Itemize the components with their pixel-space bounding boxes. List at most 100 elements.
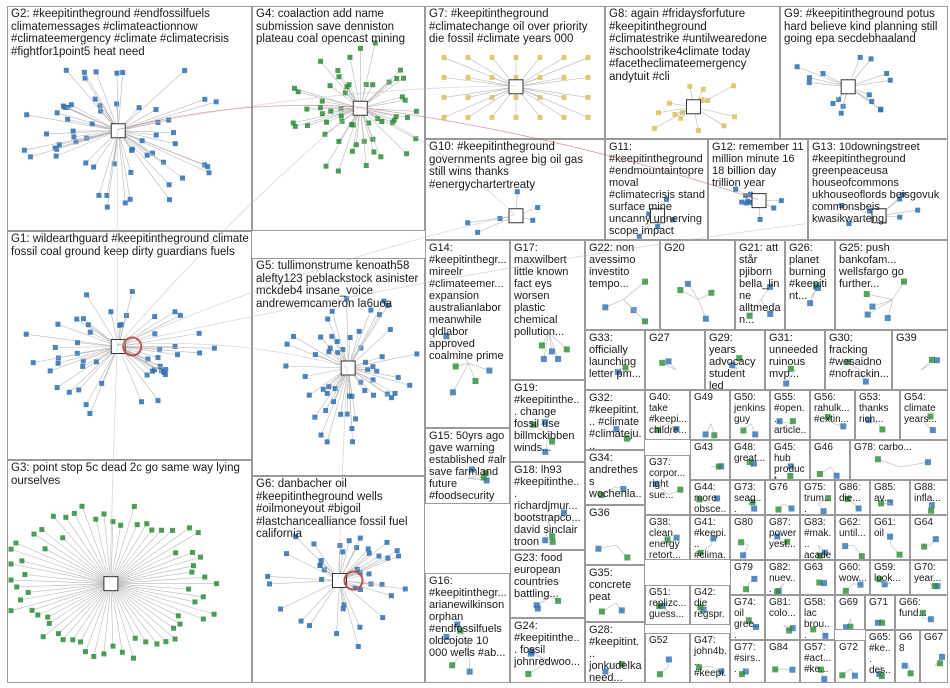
node-icon[interactable] — [323, 163, 329, 169]
node-icon[interactable] — [822, 632, 829, 639]
node-icon[interactable] — [163, 639, 169, 645]
group-cell-g38[interactable]: G38: clean energy retort... — [645, 515, 690, 560]
node-icon[interactable] — [486, 367, 493, 374]
node-icon[interactable] — [211, 345, 217, 351]
node-icon[interactable] — [549, 438, 556, 445]
node-icon[interactable] — [395, 374, 401, 380]
node-icon[interactable] — [714, 495, 721, 502]
node-icon[interactable] — [778, 198, 784, 204]
node-icon[interactable] — [120, 69, 126, 75]
node-icon[interactable] — [618, 661, 625, 668]
node-icon[interactable] — [468, 466, 475, 473]
node-icon[interactable] — [91, 654, 97, 660]
node-icon[interactable] — [323, 408, 329, 414]
node-icon[interactable] — [358, 379, 364, 385]
node-icon[interactable] — [318, 558, 324, 564]
node-icon[interactable] — [307, 623, 313, 629]
node-icon[interactable] — [887, 499, 894, 506]
node-icon[interactable] — [357, 570, 363, 576]
node-icon[interactable] — [200, 594, 206, 600]
node-icon[interactable] — [843, 624, 850, 630]
group-cell-g45[interactable]: G45: hub product... — [770, 440, 810, 480]
node-icon[interactable] — [111, 161, 117, 167]
node-icon[interactable] — [739, 199, 745, 205]
node-icon[interactable] — [293, 534, 299, 540]
node-icon[interactable] — [155, 398, 161, 404]
node-icon[interactable] — [83, 402, 89, 408]
node-icon[interactable] — [874, 619, 881, 626]
node-icon[interactable] — [324, 119, 330, 125]
node-icon[interactable] — [110, 643, 116, 649]
node-icon[interactable] — [186, 525, 192, 531]
node-icon[interactable] — [190, 563, 196, 569]
node-icon[interactable] — [180, 175, 186, 181]
node-icon[interactable] — [46, 620, 52, 626]
node-icon[interactable] — [816, 579, 823, 586]
node-icon[interactable] — [393, 114, 399, 120]
node-icon[interactable] — [751, 575, 758, 582]
node-icon[interactable] — [371, 149, 377, 155]
node-icon[interactable] — [76, 387, 82, 393]
node-icon[interactable] — [54, 110, 60, 116]
node-icon[interactable] — [863, 291, 870, 298]
group-cell-g70[interactable]: G70: year... — [910, 560, 948, 595]
group-cell-g24[interactable]: G24: #keepitinthe... fossil johnredwoo..… — [510, 618, 585, 683]
node-icon[interactable] — [385, 555, 391, 561]
node-icon[interactable] — [363, 163, 369, 169]
group-cell-g87[interactable]: G87: power yest... — [765, 515, 800, 560]
node-icon[interactable] — [171, 625, 177, 631]
group-cell-g18[interactable]: G18: lh93 #keepitinthe... richardjmur...… — [510, 462, 585, 550]
node-icon[interactable] — [214, 581, 220, 587]
node-icon[interactable] — [55, 321, 61, 327]
group-cell-g13[interactable]: G13: 10downingstreet #keepitintheground … — [808, 139, 948, 240]
node-icon[interactable] — [525, 671, 532, 678]
node-icon[interactable] — [513, 74, 519, 80]
node-icon[interactable] — [84, 292, 90, 298]
node-icon[interactable] — [774, 588, 781, 594]
node-icon[interactable] — [161, 369, 167, 375]
group-cell-g9[interactable]: G9: #keepitintheground potus hard believ… — [780, 6, 948, 139]
node-icon[interactable] — [354, 545, 360, 551]
node-icon[interactable] — [705, 97, 711, 103]
node-icon[interactable] — [810, 626, 817, 633]
node-icon[interactable] — [388, 593, 394, 599]
node-icon[interactable] — [74, 316, 80, 322]
node-icon[interactable] — [687, 83, 693, 89]
group-cell-g77[interactable]: G77: #sirs... — [730, 640, 765, 683]
node-icon[interactable] — [129, 288, 135, 294]
node-icon[interactable] — [825, 495, 832, 502]
node-icon[interactable] — [379, 582, 385, 588]
node-icon[interactable] — [40, 634, 46, 640]
group-cell-g62[interactable]: G62: until... — [835, 515, 870, 560]
node-icon[interactable] — [695, 128, 701, 134]
node-icon[interactable] — [928, 502, 935, 509]
group-cell-g22[interactable]: G22: non avessimo investito tempo... — [585, 240, 660, 330]
node-icon[interactable] — [718, 668, 725, 675]
node-icon[interactable] — [386, 79, 392, 85]
node-icon[interactable] — [131, 503, 137, 509]
node-icon[interactable] — [555, 355, 562, 362]
node-icon[interactable] — [613, 426, 620, 433]
node-icon[interactable] — [678, 115, 684, 121]
group-cell-g68[interactable]: G68 — [895, 630, 920, 683]
node-icon[interactable] — [334, 631, 340, 637]
group-cell-g85[interactable]: G85: av... — [870, 480, 910, 515]
group-cell-g8[interactable]: G8: again #fridaysforfuture #keepitinthe… — [605, 6, 780, 139]
node-icon[interactable] — [497, 216, 503, 222]
node-icon[interactable] — [862, 378, 869, 385]
group-cell-g69[interactable]: G69 — [835, 595, 865, 630]
node-icon[interactable] — [159, 527, 165, 533]
group-cell-g71[interactable]: G71 — [865, 595, 895, 630]
node-icon[interactable] — [721, 123, 727, 129]
node-icon[interactable] — [370, 82, 376, 88]
node-icon[interactable] — [317, 562, 323, 568]
node-icon[interactable] — [407, 382, 413, 388]
node-icon[interactable] — [851, 672, 858, 679]
node-icon[interactable] — [155, 355, 161, 361]
hub-node-icon[interactable] — [508, 208, 524, 224]
node-icon[interactable] — [149, 527, 155, 533]
node-icon[interactable] — [192, 599, 198, 605]
node-icon[interactable] — [740, 427, 747, 434]
node-icon[interactable] — [401, 75, 407, 81]
group-cell-g3[interactable]: G3: point stop 5c dead 2c go same way ly… — [7, 460, 252, 683]
